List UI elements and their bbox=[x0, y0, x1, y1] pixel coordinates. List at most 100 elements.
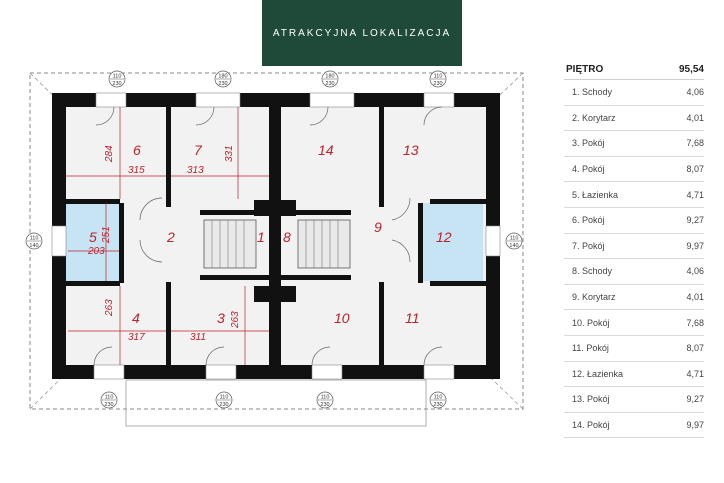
room-name: 10. Pokój bbox=[572, 317, 610, 328]
window-height: 230 bbox=[104, 402, 113, 408]
dimension-label: 263 bbox=[230, 311, 241, 329]
promo-banner: ATRAKCYJNA LOKALIZACJA bbox=[262, 0, 462, 66]
room-number: 10 bbox=[334, 310, 350, 326]
room-area: 8,07 bbox=[686, 343, 704, 354]
room-name: 6. Pokój bbox=[572, 215, 605, 226]
window-height: 140 bbox=[509, 243, 518, 249]
window-width: 110 bbox=[113, 74, 122, 80]
room-number: 2 bbox=[166, 229, 175, 245]
dimension-label: 203 bbox=[87, 246, 105, 257]
window-height: 230 bbox=[433, 81, 442, 87]
window-height: 140 bbox=[29, 243, 38, 249]
dimension-label: 263 bbox=[104, 299, 115, 317]
window-width: 180 bbox=[325, 74, 334, 80]
dimension-label: 331 bbox=[224, 145, 235, 162]
stairs bbox=[203, 219, 351, 269]
room-area: 4,01 bbox=[686, 112, 704, 123]
table-row: 11. Pokój 8,07 bbox=[564, 336, 704, 362]
table-row: 7. Pokój 9,97 bbox=[564, 234, 704, 260]
room-number: 7 bbox=[194, 142, 203, 158]
room-name: 13. Pokój bbox=[572, 394, 610, 405]
window-width: 110 bbox=[30, 236, 39, 242]
room-number: 12 bbox=[436, 229, 452, 245]
room-name: 4. Pokój bbox=[572, 164, 605, 175]
room-area: 9,27 bbox=[686, 215, 704, 226]
room-number: 13 bbox=[403, 142, 419, 158]
window-height: 230 bbox=[325, 81, 334, 87]
window-width: 110 bbox=[321, 395, 330, 401]
bathroom-12 bbox=[420, 203, 483, 281]
table-row: 5. Łazienka 4,71 bbox=[564, 182, 704, 208]
window-width: 110 bbox=[510, 236, 519, 242]
room-area: 4,01 bbox=[686, 292, 704, 303]
window-height: 230 bbox=[218, 81, 227, 87]
room-area: 4,06 bbox=[686, 87, 704, 98]
bathroom-5 bbox=[66, 203, 119, 281]
window-openings bbox=[51, 92, 501, 380]
dimension-label: 251 bbox=[101, 226, 112, 244]
dimension-label: 284 bbox=[104, 145, 115, 163]
room-name: 5. Łazienka bbox=[572, 189, 619, 200]
room-area: 4,71 bbox=[686, 368, 704, 379]
room-area: 4,71 bbox=[686, 189, 704, 200]
balcony bbox=[125, 379, 427, 427]
window-height: 230 bbox=[433, 402, 442, 408]
table-row: 6. Pokój 9,27 bbox=[564, 208, 704, 234]
room-name: 7. Pokój bbox=[572, 240, 605, 251]
table-header: PIĘTRO 95,54 bbox=[564, 60, 704, 80]
room-name: 11. Pokój bbox=[572, 343, 609, 354]
room-area: 7,68 bbox=[686, 138, 704, 149]
table-row: 12. Łazienka 4,71 bbox=[564, 362, 704, 388]
room-name: 9. Korytarz bbox=[572, 292, 616, 303]
window-width: 110 bbox=[105, 395, 114, 401]
table-row: 1. Schody 4,06 bbox=[564, 80, 704, 106]
room-name: 14. Pokój bbox=[572, 420, 610, 431]
door-arcs bbox=[93, 106, 443, 366]
dimension-label: 317 bbox=[128, 332, 145, 343]
table-row: 4. Pokój 8,07 bbox=[564, 157, 704, 183]
room-area: 9,97 bbox=[686, 240, 704, 251]
room-area: 4,06 bbox=[686, 266, 704, 277]
room-area: 9,27 bbox=[686, 394, 704, 405]
stair-treads bbox=[211, 220, 339, 268]
table-row: 13. Pokój 9,27 bbox=[564, 387, 704, 413]
window-width: 110 bbox=[434, 74, 443, 80]
floor-total-area: 95,54 bbox=[678, 64, 704, 75]
room-number: 11 bbox=[405, 310, 420, 326]
window-height: 230 bbox=[219, 402, 228, 408]
window-width: 110 bbox=[220, 395, 229, 401]
room-number: 8 bbox=[283, 229, 291, 245]
room-number: 1 bbox=[257, 229, 265, 245]
roof-outline bbox=[29, 72, 524, 410]
room-name: 12. Łazienka bbox=[572, 368, 624, 379]
room-number: 14 bbox=[318, 142, 334, 158]
room-number: 5 bbox=[89, 229, 97, 245]
room-area: 8,07 bbox=[686, 164, 704, 175]
floor-label: PIĘTRO bbox=[566, 64, 604, 75]
room-number: 3 bbox=[217, 310, 225, 326]
room-area: 7,68 bbox=[686, 317, 704, 328]
room-number: 6 bbox=[133, 142, 141, 158]
dimension-label: 311 bbox=[190, 332, 206, 343]
dimension-label: 315 bbox=[128, 165, 145, 176]
room-name: 1. Schody bbox=[572, 87, 613, 98]
room-number: 4 bbox=[132, 310, 140, 326]
table-row: 10. Pokój 7,68 bbox=[564, 310, 704, 336]
